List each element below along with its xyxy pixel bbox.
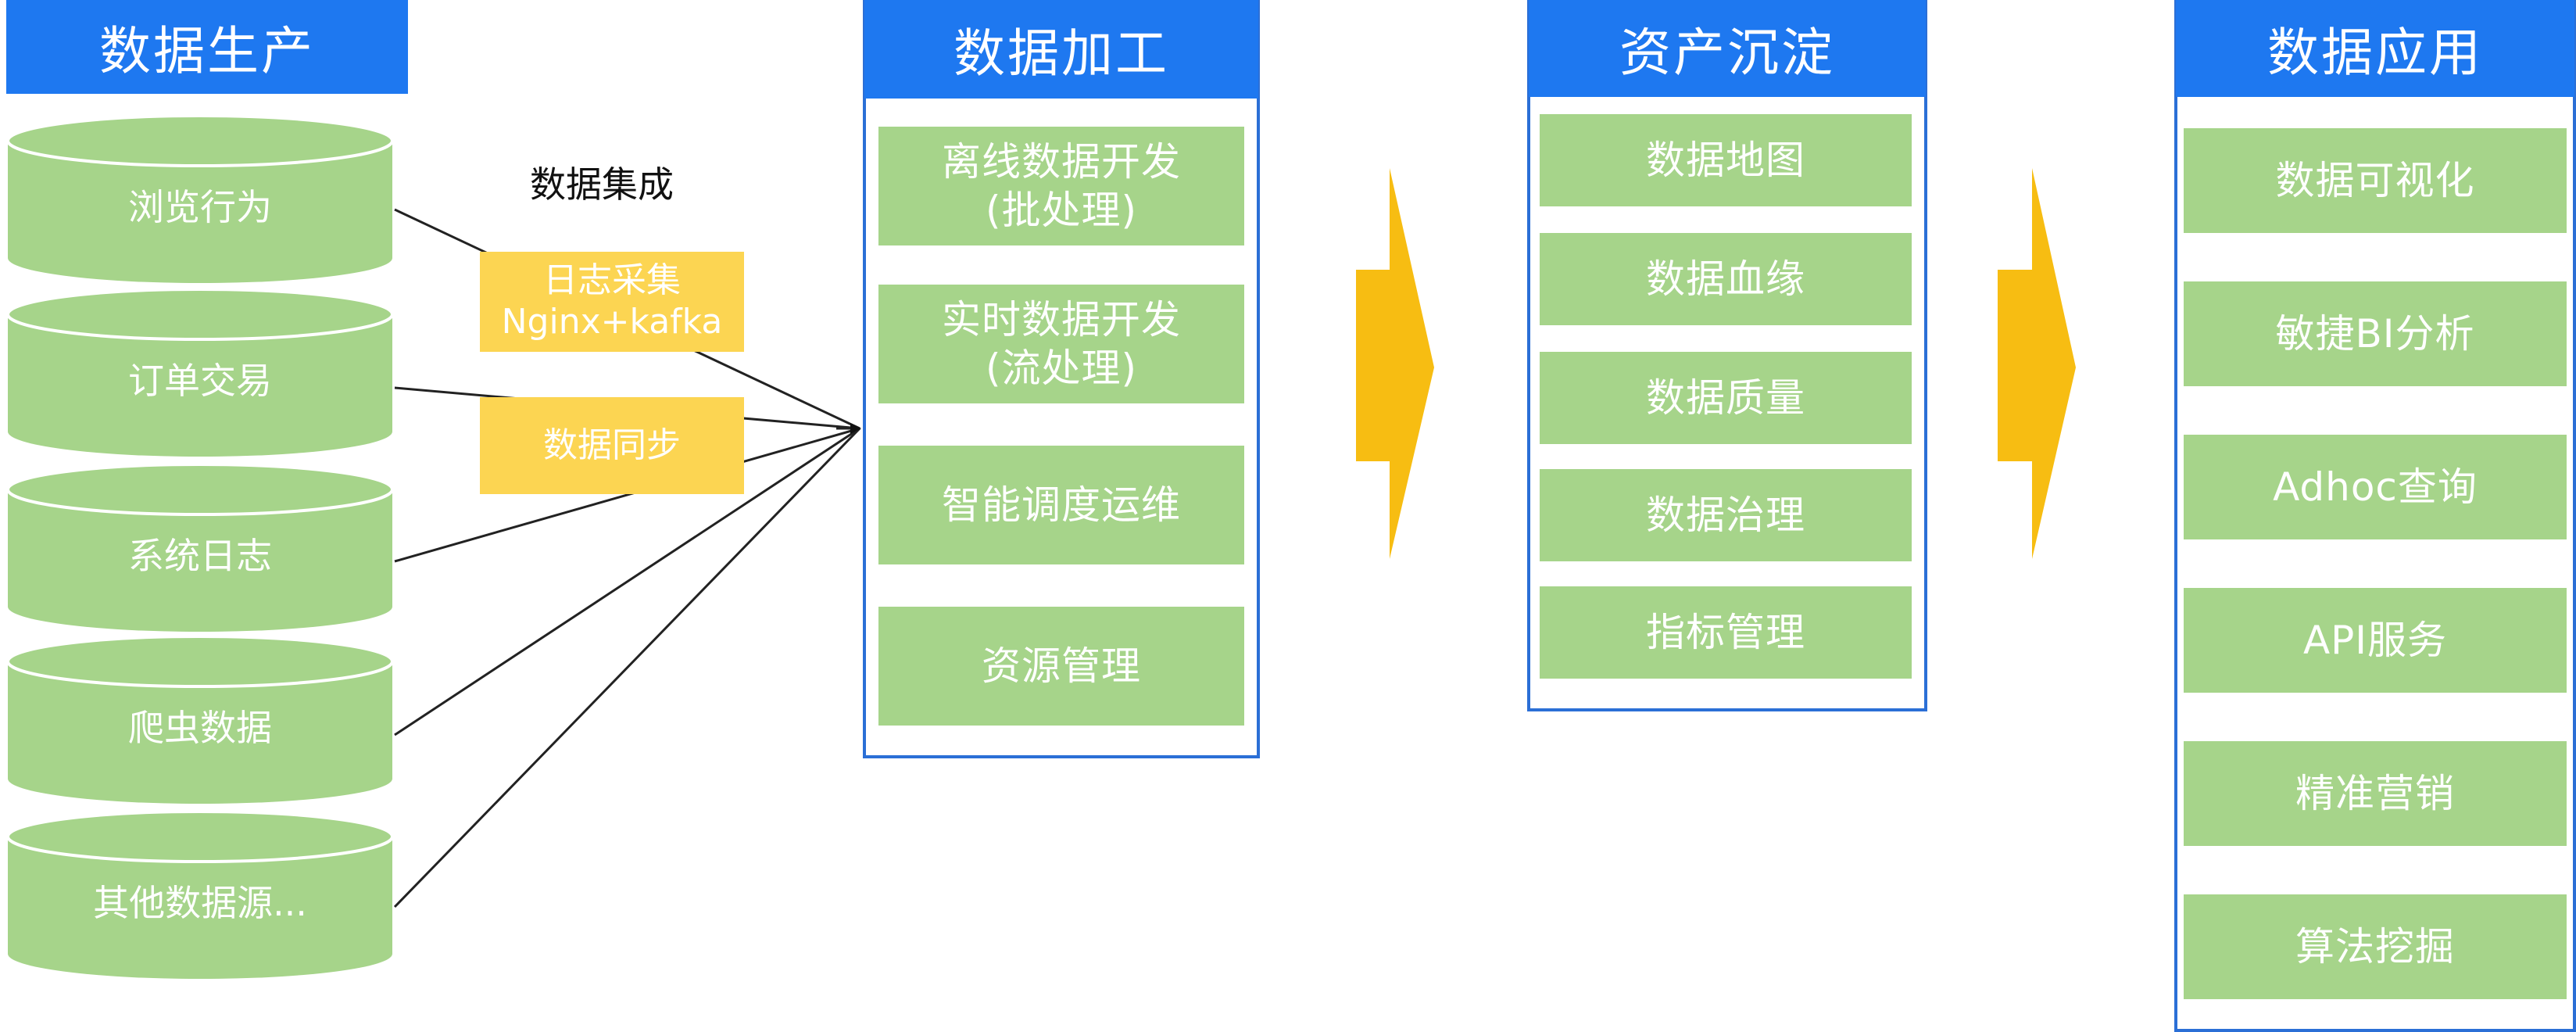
processing-item-offline: 离线数据开发 (批处理) (878, 127, 1244, 245)
assets-item-metrics-label: 指标管理 (1646, 609, 1805, 655)
connector-syslog (394, 427, 860, 563)
processing-item-offline-sub: (批处理) (985, 188, 1137, 233)
processing-item-scheduling-label: 智能调度运维 (942, 482, 1181, 528)
processing-item-realtime-sub: (流处理) (985, 346, 1137, 391)
application-item-adhoc: Adhoc查询 (2184, 435, 2567, 539)
processing-item-resource-label: 资源管理 (982, 643, 1141, 689)
application-item-adhoc-label: Adhoc查询 (2273, 464, 2478, 510)
production-header: 数据生产 (6, 0, 408, 94)
processing-item-resource: 资源管理 (878, 607, 1244, 726)
source-label-other: 其他数据源... (93, 882, 307, 924)
source-label-order: 订单交易 (128, 360, 272, 402)
processing-header: 数据加工 (864, 0, 1258, 99)
application-item-mining-label: 算法挖掘 (2295, 923, 2455, 969)
data-sync-label: 数据同步 (543, 425, 681, 465)
assets-item-governance-label: 数据治理 (1646, 492, 1805, 538)
application-item-bi-label: 敏捷BI分析 (2275, 310, 2475, 357)
production-title: 数据生产 (99, 21, 315, 81)
integration-title: 数据集成 (530, 163, 674, 206)
log-collect-tech: Nginx+kafka (501, 302, 723, 342)
processing-title: 数据加工 (953, 23, 1169, 84)
application-header: 数据应用 (2176, 0, 2574, 97)
application-item-api-label: API服务 (2302, 617, 2448, 663)
processing-item-realtime: 实时数据开发 (流处理) (878, 285, 1244, 403)
source-cylinder-browse: 浏览行为 (6, 114, 394, 283)
processing-item-realtime-label: 实时数据开发 (942, 296, 1181, 342)
connector-crawler (394, 427, 860, 736)
assets-title: 资产沉淀 (1619, 23, 1835, 83)
assets-item-map-label: 数据地图 (1646, 137, 1805, 183)
assets-header: 资产沉淀 (1529, 0, 1926, 97)
data-sync-box: 数据同步 (480, 397, 744, 494)
assets-item-map: 数据地图 (1540, 114, 1912, 206)
source-cylinders: 浏览行为订单交易系统日志爬虫数据其他数据源... (6, 114, 394, 979)
source-cylinder-crawler: 爬虫数据 (6, 635, 394, 804)
connector-lines (393, 208, 861, 908)
source-label-browse: 浏览行为 (128, 186, 272, 228)
assets-item-governance: 数据治理 (1540, 469, 1912, 561)
processing-item-offline-label: 离线数据开发 (942, 138, 1181, 185)
source-cylinder-syslog: 系统日志 (6, 463, 394, 632)
assets-item-lineage-label: 数据血缘 (1646, 256, 1805, 302)
processing-item-scheduling: 智能调度运维 (878, 446, 1244, 564)
flow-arrow-2 (1998, 168, 2076, 559)
assets-item-lineage: 数据血缘 (1540, 233, 1912, 325)
log-collect-box: 日志采集 Nginx+kafka (480, 252, 744, 352)
assets-item-quality-label: 数据质量 (1646, 374, 1805, 421)
application-item-marketing-label: 精准营销 (2295, 770, 2455, 816)
application-item-marketing: 精准营销 (2184, 741, 2567, 846)
application-item-visualization: 数据可视化 (2184, 128, 2567, 233)
log-collect-label: 日志采集 (543, 260, 681, 301)
application-item-mining: 算法挖掘 (2184, 894, 2567, 999)
application-item-api: API服务 (2184, 588, 2567, 693)
application-title: 数据应用 (2267, 23, 2483, 83)
assets-item-quality: 数据质量 (1540, 352, 1912, 444)
assets-item-metrics: 指标管理 (1540, 586, 1912, 679)
application-item-visualization-label: 数据可视化 (2275, 157, 2475, 203)
source-cylinder-other: 其他数据源... (6, 810, 394, 979)
source-cylinder-order: 订单交易 (6, 288, 394, 457)
flow-arrow-1 (1356, 168, 1434, 559)
connector-other (393, 427, 861, 908)
source-label-crawler: 爬虫数据 (128, 707, 272, 749)
application-item-bi: 敏捷BI分析 (2184, 281, 2567, 386)
source-label-syslog: 系统日志 (128, 535, 272, 577)
